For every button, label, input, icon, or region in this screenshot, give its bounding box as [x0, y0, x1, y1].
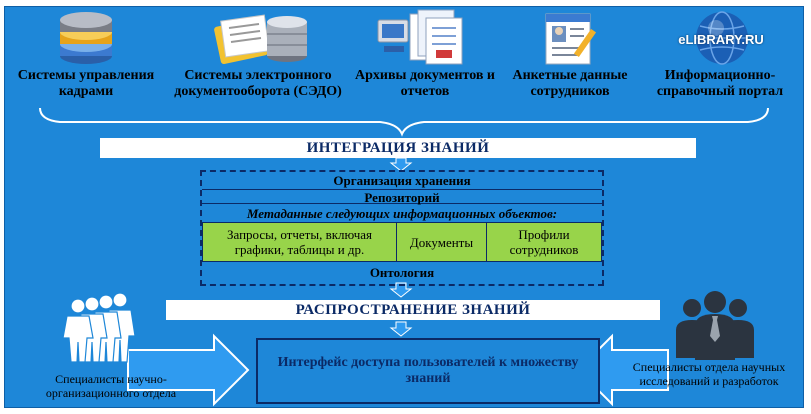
documents-database-icon [214, 14, 307, 65]
archive-icon [377, 9, 463, 65]
source-label: Анкетные данные сотрудников [512, 68, 628, 99]
globe-icon [696, 11, 748, 65]
left-arrow [127, 333, 250, 407]
repository-label: Репозиторий [202, 189, 602, 205]
metadata-label: Метаданные следующих информационных объе… [246, 206, 558, 221]
source-label: Архивы документов и отчетов [354, 68, 495, 99]
integration-bar: ИНТЕГРАЦИЯ ЗНАНИЙ [100, 138, 696, 158]
users-left-label: Специалисты научно-организационного отде… [45, 372, 177, 400]
profile-card-icon [545, 13, 597, 65]
source-label: Информационно-справочный портал [656, 68, 784, 99]
objects-row [202, 222, 602, 262]
people-group-right-icon [676, 291, 754, 360]
people-group-left-icon [62, 292, 136, 363]
flow-arrow [389, 157, 413, 172]
storage-title: Организация хранения [333, 173, 471, 188]
user-interface-box: Интерфейс доступа пользователей к множес… [256, 338, 600, 404]
object-queries-reports: Запросы, отчеты, включая графики, таблиц… [203, 223, 397, 261]
elibrary-logo: eLIBRARY.RU [678, 32, 764, 47]
distribution-bar: РАСПРОСТРАНЕНИЕ ЗНАНИЙ [166, 300, 660, 320]
object-employee-profiles: Профили сотрудников [487, 223, 601, 261]
ontology-label: Онтология [369, 265, 435, 280]
source-label: Системы электронного документооборота (С… [174, 68, 342, 99]
source-label: Системы управления кадрами [17, 68, 155, 99]
users-right-label: Специалисты отдела научных исследований … [632, 360, 786, 388]
database-icon [60, 12, 112, 64]
flow-arrow [389, 321, 413, 337]
brace-connector [39, 107, 769, 137]
interface-label: Интерфейс доступа пользователей к множес… [277, 355, 579, 386]
storage-block [200, 170, 604, 286]
object-documents: Документы [397, 223, 487, 261]
